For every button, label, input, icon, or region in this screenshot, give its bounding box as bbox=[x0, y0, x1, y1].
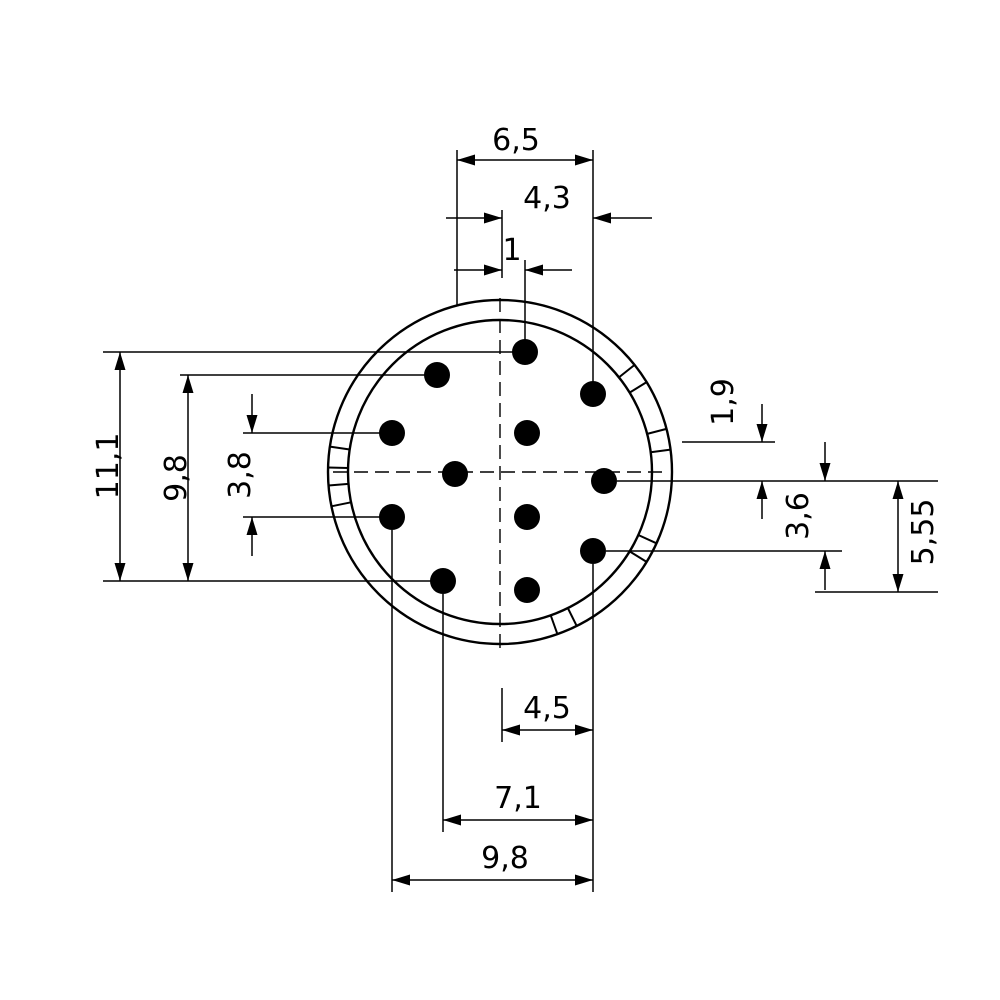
dim-label-top-6-5: 6,5 bbox=[492, 123, 540, 158]
dimension-lines bbox=[114, 154, 904, 886]
dim-label-left-11-1: 11,1 bbox=[91, 433, 126, 500]
notch-line bbox=[650, 448, 671, 454]
notch-line bbox=[646, 427, 667, 435]
pin bbox=[430, 568, 456, 594]
dim-label-left-9-8: 9,8 bbox=[159, 454, 194, 502]
pin bbox=[442, 461, 468, 487]
notch-line bbox=[618, 364, 636, 379]
dim-label-left-3-8: 3,8 bbox=[223, 451, 258, 499]
pin bbox=[379, 504, 405, 530]
notch-line bbox=[328, 482, 349, 487]
dim-label-top-1: 1 bbox=[502, 233, 521, 268]
pin bbox=[514, 504, 540, 530]
contact-pins bbox=[379, 339, 617, 603]
dim-label-bottom-4-5: 4,5 bbox=[523, 691, 571, 726]
dim-label-right-5-55: 5,55 bbox=[906, 499, 941, 566]
notch-line bbox=[566, 607, 578, 627]
pin bbox=[514, 577, 540, 603]
notch-line bbox=[549, 614, 559, 635]
dim-label-top-4-3: 4,3 bbox=[523, 181, 571, 216]
dim-label-right-3-6: 3,6 bbox=[781, 492, 816, 540]
notch-line bbox=[329, 445, 350, 451]
rim-notches bbox=[328, 364, 671, 635]
notch-line bbox=[331, 501, 352, 508]
pin bbox=[580, 381, 606, 407]
dim-label-bottom-7-1: 7,1 bbox=[494, 781, 542, 816]
dimension-labels: 6,5 4,3 1 11,1 9,8 3,8 1,9 3,6 5,55 4,5 … bbox=[91, 123, 941, 876]
notch-line bbox=[629, 381, 648, 394]
dim-label-bottom-9-8: 9,8 bbox=[481, 841, 529, 876]
notch-line bbox=[637, 534, 657, 545]
pin bbox=[512, 339, 538, 365]
notch-line bbox=[629, 550, 648, 563]
pin bbox=[591, 468, 617, 494]
centerlines bbox=[333, 298, 667, 648]
dim-label-right-1-9: 1,9 bbox=[706, 378, 741, 426]
pin bbox=[580, 538, 606, 564]
pin bbox=[424, 362, 450, 388]
pin bbox=[379, 420, 405, 446]
notch-line bbox=[328, 466, 349, 469]
extension-lines bbox=[103, 150, 938, 892]
dimension-stems bbox=[246, 212, 831, 590]
pin bbox=[514, 420, 540, 446]
